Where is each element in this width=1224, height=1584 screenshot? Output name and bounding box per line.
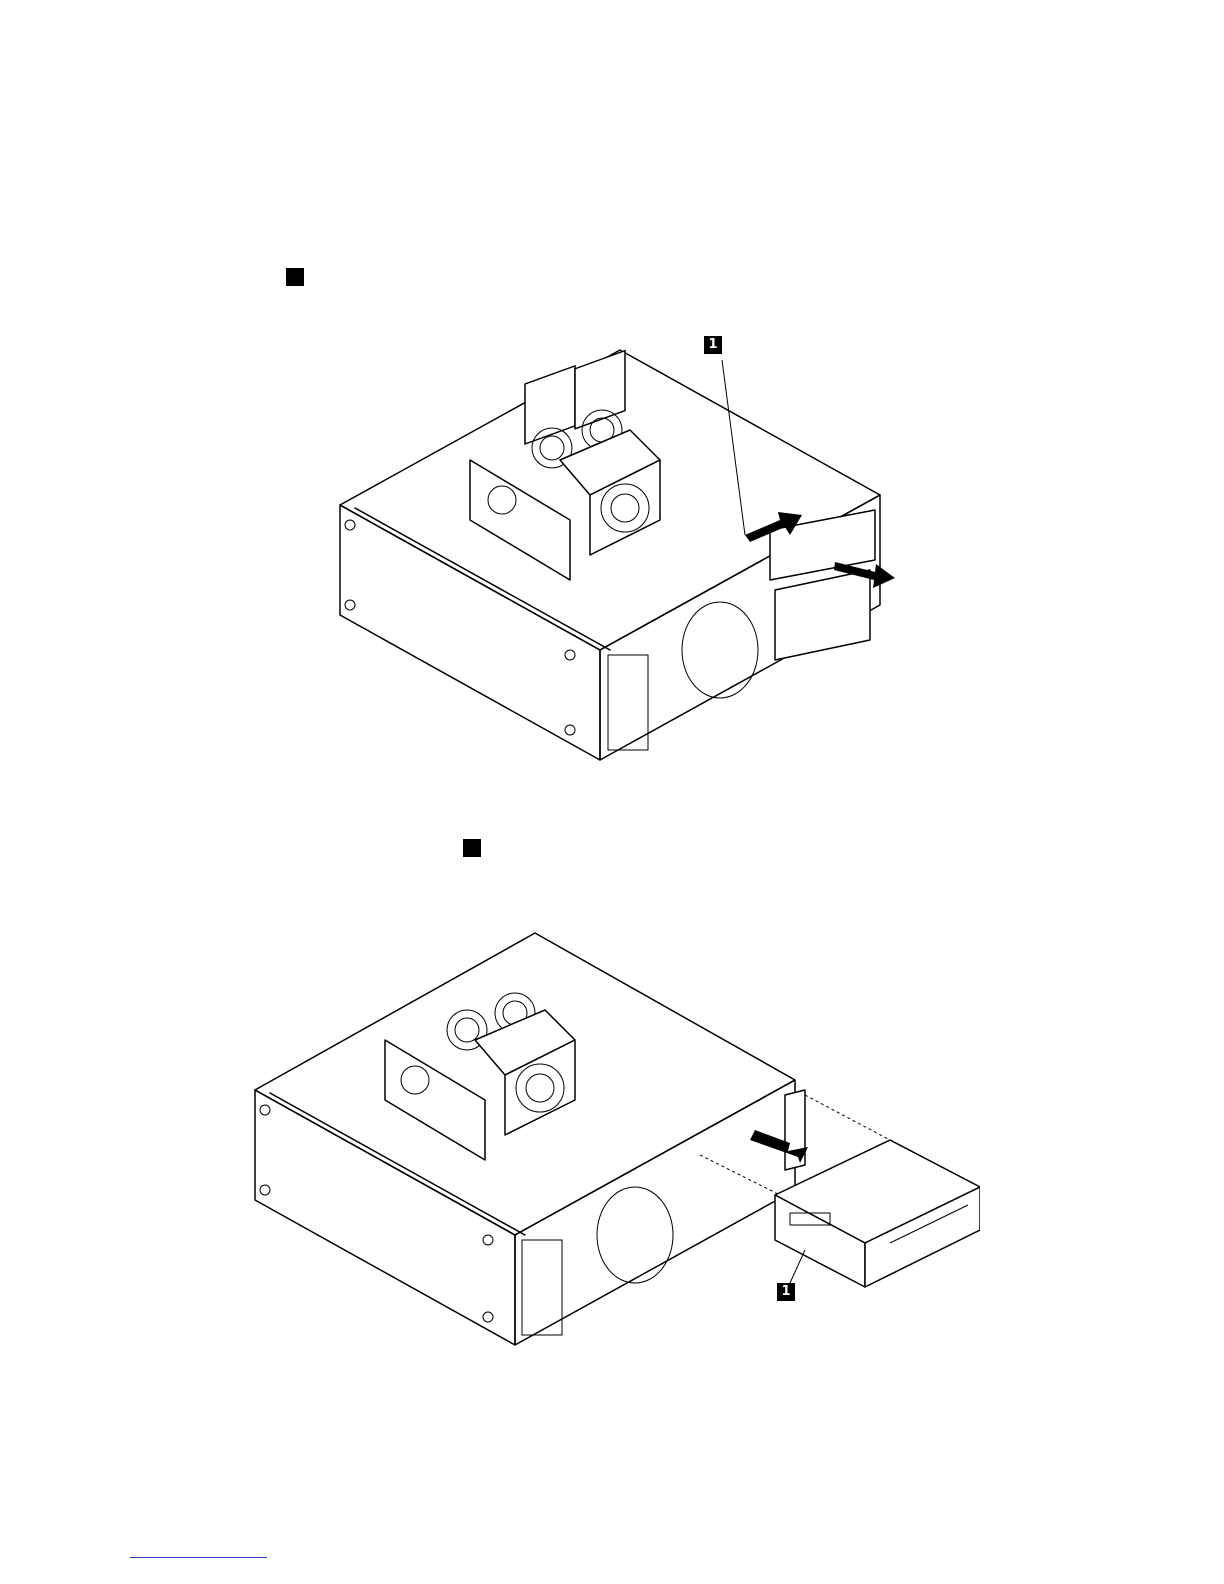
figure-remove-optical-drive: 1	[330, 330, 910, 770]
figure-install-optical-drive: 1	[250, 925, 980, 1355]
computer-chassis-icon	[250, 925, 980, 1355]
heat-sink-icon	[475, 1010, 575, 1135]
footer-link-rule	[130, 1557, 267, 1558]
callout-1: 1	[777, 1283, 795, 1301]
step-marker-1	[286, 268, 304, 286]
heat-sink-icon	[560, 430, 660, 555]
callout-1: 1	[704, 336, 722, 354]
step-marker-2	[463, 839, 481, 857]
computer-chassis-icon	[330, 330, 910, 770]
